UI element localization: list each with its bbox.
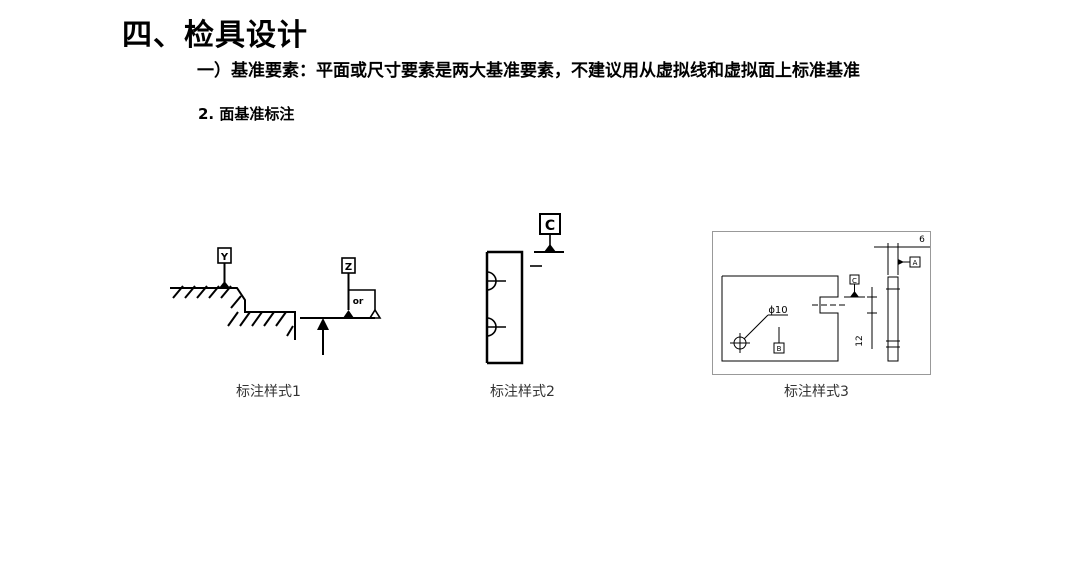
or-label: or (353, 297, 364, 307)
dimension-6-label: 6 (919, 235, 925, 245)
page-title: 四、检具设计 (122, 18, 308, 53)
datum-y-label: Y (220, 252, 229, 263)
figure-1-drawing: Y Z or (170, 247, 382, 355)
datum-b-label: B (777, 345, 782, 353)
dimension-12-label: 12 (855, 335, 865, 346)
datum-a-label: A (913, 259, 918, 267)
figure-3-drawing: C A B 6 ϕ10 12 (712, 231, 931, 375)
figure-2-caption: 标注样式2 (490, 384, 555, 400)
section-heading: 2. 面基准标注 (198, 105, 295, 123)
figure-1-caption: 标注样式1 (236, 384, 301, 400)
datum-c-label: C (545, 218, 555, 234)
datum-z-label: Z (345, 262, 352, 273)
figure-2-drawing: C (485, 213, 564, 365)
datum-c-label: C (852, 277, 857, 285)
figure-3-caption: 标注样式3 (784, 384, 849, 400)
diameter-10-label: ϕ10 (768, 305, 787, 316)
subtitle: 一）基准要素：平面或尺寸要素是两大基准要素，不建议用从虚拟线和虚拟面上标准基准 (197, 61, 860, 81)
